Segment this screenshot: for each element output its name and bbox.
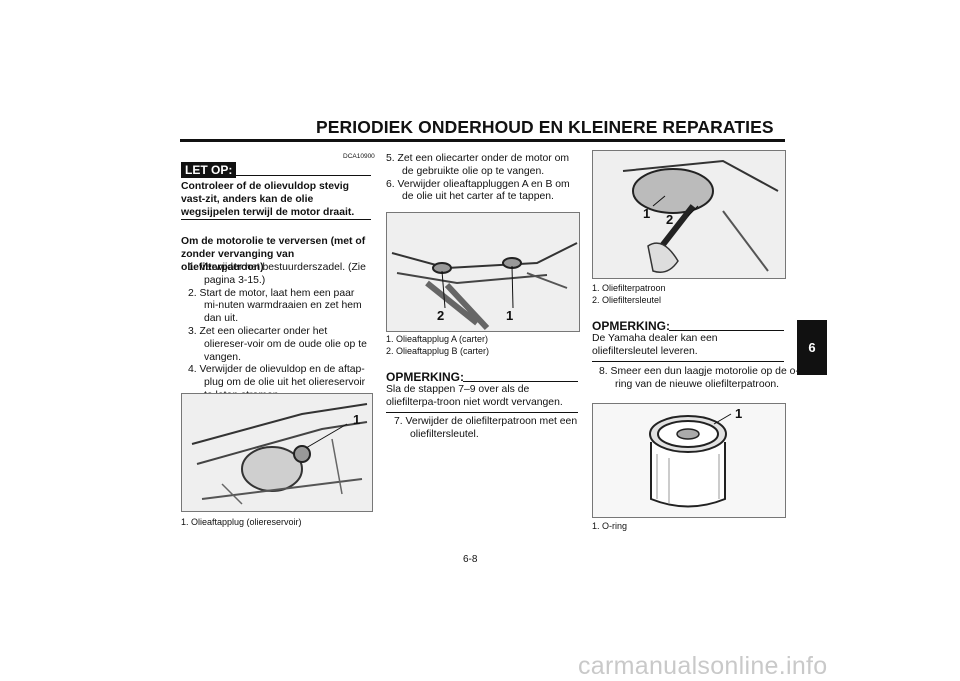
caution-bottom-rule [181, 219, 371, 220]
figure-filter-wrench [592, 150, 786, 279]
note2-bottom-rule [592, 361, 784, 362]
step-5: 5. Zet een oliecarter onder de motor om … [386, 153, 570, 177]
note1-bottom-rule [386, 412, 578, 413]
step-list-1: 1. Verwijder het bestuurderszadel. (Zie … [188, 262, 371, 403]
watermark: carmanualsonline.info [578, 652, 828, 680]
note-text-1: Sla de stappen 7–9 over als de oliefilte… [386, 384, 563, 408]
step-8: 8. Smeer een dun laagje motorolie op de … [599, 366, 799, 390]
note2-top-rule [669, 330, 784, 331]
fig3-caption-1: 1. Oliefilterpatroon [592, 283, 666, 293]
figure-crankcase-plugs [386, 212, 580, 332]
caution-text: Controleer of de olievuldop stevig vast-… [181, 181, 355, 218]
caution-top-rule [234, 175, 371, 176]
chapter-tab: 6 [797, 320, 827, 375]
step-list-2: 5. Zet een oliecarter onder de motor om … [386, 153, 578, 204]
note-text-2: De Yamaha dealer kan een oliefiltersleut… [592, 333, 718, 357]
fig2-caption-2: 2. Olieaftapplug B (carter) [386, 346, 490, 356]
section-heading: Om de motorolie te verversen (met of zon… [181, 236, 366, 273]
fig2-caption-1: 1. Olieaftapplug A (carter) [386, 334, 489, 344]
step-7: 7. Verwijder de oliefilterpatroon met ee… [394, 416, 578, 440]
step-2: 2. Start de motor, laat hem een paar mi-… [188, 287, 362, 325]
page-title: PERIODIEK ONDERHOUD EN KLEINERE REPARATI… [316, 117, 774, 137]
fig3-callout-1: 1 [643, 206, 651, 221]
page-number: 6-8 [463, 554, 478, 565]
fig2-callout-1: 1 [506, 308, 514, 323]
fig3-caption-2: 2. Oliefiltersleutel [592, 295, 662, 305]
note-label-1: OPMERKING: [386, 370, 464, 384]
note1-top-rule [463, 381, 578, 382]
step-6: 6. Verwijder olieaftappluggen A en B om … [386, 178, 570, 203]
caution-code: DCA10900 [343, 153, 375, 160]
fig2-callout-2: 2 [437, 308, 445, 323]
fig3-callout-2: 2 [666, 212, 674, 227]
fig4-callout-1: 1 [735, 406, 743, 421]
caution-label: LET OP: [181, 162, 237, 178]
figure-oil-reservoir [181, 393, 373, 512]
note-label-2: OPMERKING: [592, 319, 670, 333]
step-3: 3. Zet een oliecarter onder het olierese… [188, 325, 367, 363]
step-1: 1. Verwijder het bestuurderszadel. (Zie … [188, 262, 366, 286]
fig4-caption: 1. O-ring [592, 521, 628, 531]
figure-oil-filter [592, 403, 786, 518]
title-rule [180, 139, 785, 142]
fig1-callout-1: 1 [353, 412, 361, 427]
fig1-caption: 1. Olieaftapplug (oliereservoir) [181, 517, 302, 527]
